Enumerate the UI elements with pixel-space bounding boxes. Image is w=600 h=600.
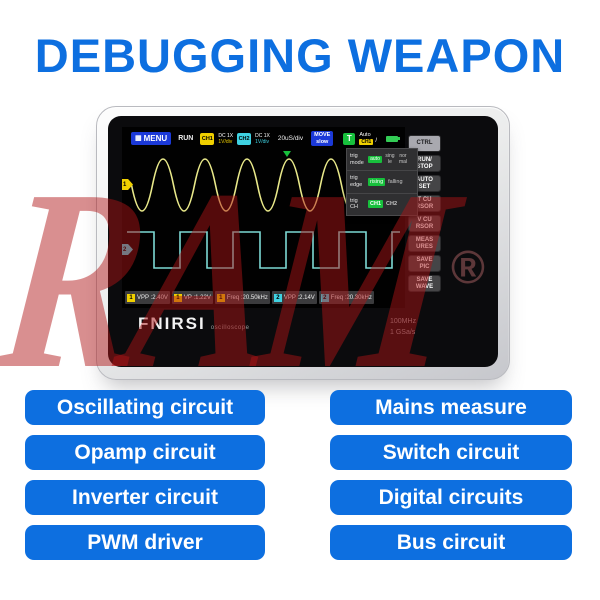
ch1-scale: 1V/div [218,138,233,145]
trigger-source-badge: CH1 [359,138,374,145]
trig-mode-label: trig mode [350,153,364,166]
channel-number-badge: 1 [127,293,135,302]
measurement-text: Freq :20.50kHz [226,294,268,301]
trigger-mode-readout: Auto [359,131,371,138]
front-panel: ▦ MENU RUN CH1 DC 1X 1V/div CH2 DC 1X 1V… [108,116,498,367]
ch1-coupling: DC 1X [218,132,234,139]
trigger-edge-icon: / [375,138,378,145]
ctrl-button[interactable]: CTRL [408,135,441,152]
measurement-chip: 2 Freq :20.30kHz [318,291,374,304]
measurement-chip: 1 VP :1.22V [171,291,213,304]
trigger-status: Auto CH1 / [359,132,377,146]
channel-number-badge: 2 [320,293,329,302]
ch1-settings: DC 1X 1V/div [218,133,233,145]
scope-screen: ▦ MENU RUN CH1 DC 1X 1V/div CH2 DC 1X 1V… [122,127,418,308]
run-status: RUN [178,135,194,142]
samplerate-spec: 1 GSa/s [390,328,416,336]
trig-mode-option-auto[interactable]: auto [368,156,382,164]
v-cursor-button[interactable]: V CU RSOR [408,215,441,232]
page-title: DEBUGGING WEAPON [34,29,566,82]
ch1-marker[interactable]: 1 [122,179,133,190]
trigger-position-icon[interactable] [283,151,291,157]
feature-button-mains-measure[interactable]: Mains measure [330,390,572,425]
trig-channel-row: trig CH CH1 CH2 [347,194,417,215]
oscilloscope-device: ▦ MENU RUN CH1 DC 1X 1V/div CH2 DC 1X 1V… [96,106,510,380]
channel-number-badge: 2 [273,293,282,302]
ch1-sine-trace [130,158,364,212]
ch2-coupling: DC 1X [255,132,270,139]
brand-subtitle: oscilloscope [210,325,250,331]
feature-button-inverter-circuit[interactable]: Inverter circuit [25,480,265,515]
save-wave-button[interactable]: SAVE WAVE [408,275,441,292]
trigger-panel: trig mode auto single normal trig edge r… [346,148,418,216]
trig-channel-label: trig CH [350,197,358,211]
feature-button-opamp-circuit[interactable]: Opamp circuit [25,435,265,470]
measurement-chip: 1 Freq :20.50kHz [214,291,270,304]
trig-mode-row: trig mode auto single normal [347,149,417,172]
measures-button[interactable]: MEAS URES [408,235,441,252]
ch2-badge[interactable]: CH2 [237,132,252,145]
trig-channel-option-ch1[interactable]: CH1 [368,200,384,209]
trig-mode-option-single[interactable]: single [385,153,395,165]
ch2-settings: DC 1X 1V/div [255,133,270,145]
measurement-bar: 1 VPP :2.40V 1 VP :1.22V 1 Freq :20.50kH… [125,291,374,304]
trig-edge-option-falling[interactable]: falling [388,178,403,185]
spec-readout: 100MHz 1 GSa/s [390,317,416,338]
waveform-plot [127,158,400,269]
ch2-marker[interactable]: 2 [122,244,133,255]
bandwidth-spec: 100MHz [390,318,417,325]
brand-logo: FNIRSI [138,314,206,333]
ch2-scale: 1V/div [255,138,269,145]
save-pic-button[interactable]: SAVE PIC [408,255,441,272]
trig-mode-option-normal[interactable]: normal [398,153,408,165]
measurement-text: Freq :20.30kHz [330,294,372,301]
measurement-text: VP :1.22V [183,294,211,301]
ch1-badge[interactable]: CH1 [200,132,215,145]
menu-button[interactable]: ▦ MENU [131,132,172,145]
channel-number-badge: 1 [173,293,182,302]
feature-button-switch-circuit[interactable]: Switch circuit [330,435,572,470]
trigger-button[interactable]: T [343,132,356,145]
trig-channel-option-ch2[interactable]: CH2 [386,201,398,208]
trig-edge-row: trig edge rising falling [347,171,417,194]
channel-number-badge: 1 [216,293,225,302]
ch2-square-trace [127,231,400,269]
feature-button-oscillating-circuit[interactable]: Oscillating circuit [25,390,265,425]
measurement-text: VPP :2.40V [137,294,168,301]
menu-label: MENU [143,134,168,143]
measurement-chip: 1 VPP :2.40V [125,291,170,304]
battery-icon [386,135,400,142]
feature-button-bus-circuit[interactable]: Bus circuit [330,525,572,560]
feature-button-digital-circuits[interactable]: Digital circuits [330,480,572,515]
measurement-text: VPP :2.14V [283,294,315,301]
feature-grid: Oscillating circuit Mains measure Opamp … [25,390,572,560]
timebase-readout[interactable]: 20uS/div [277,135,304,142]
move-speed-button[interactable]: MOVE slow [311,130,334,147]
measurement-chip: 2 VPP :2.14V [271,291,317,304]
brand-row: FNIRSI oscilloscope [138,314,249,334]
feature-button-pwm-driver[interactable]: PWM driver [25,525,265,560]
menu-grid-icon: ▦ [135,135,142,142]
scope-topbar: ▦ MENU RUN CH1 DC 1X 1V/div CH2 DC 1X 1V… [122,127,405,150]
trig-edge-option-rising[interactable]: rising [368,177,386,186]
trig-edge-label: trig edge [350,175,363,188]
